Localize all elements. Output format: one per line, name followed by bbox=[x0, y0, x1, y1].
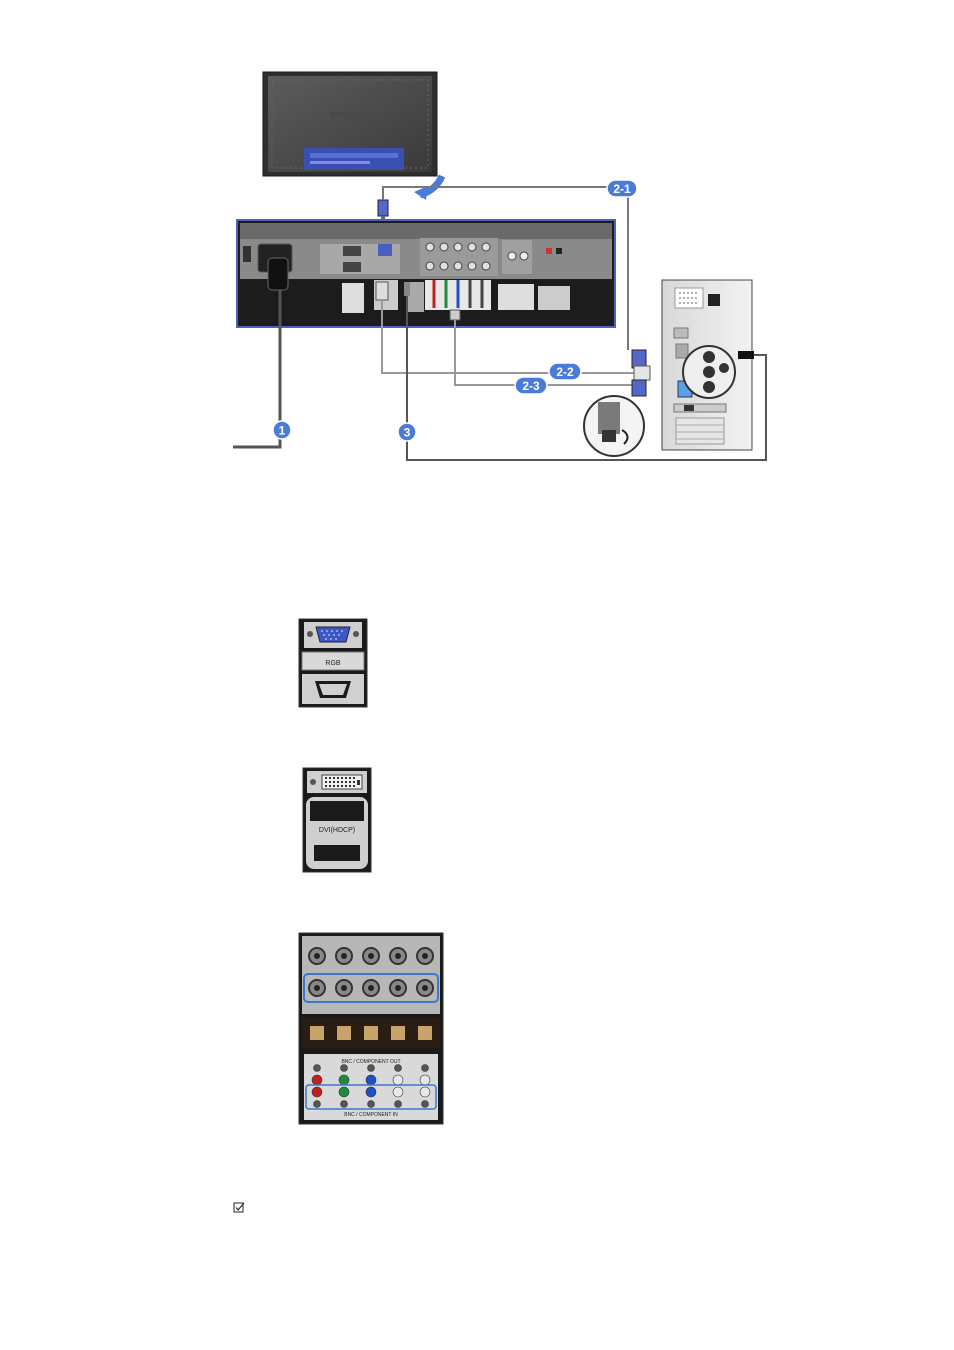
monitor-back bbox=[263, 72, 437, 176]
callout-1: 1 bbox=[273, 421, 291, 439]
bnc-jack-marker bbox=[341, 1101, 348, 1108]
bnc-jack-marker bbox=[420, 1075, 430, 1085]
bnc-in-label: BNC / COMPONENT IN bbox=[344, 1112, 398, 1118]
dvi-label: DVI(HDCP) bbox=[319, 827, 355, 834]
bnc-jack-marker bbox=[422, 1065, 429, 1072]
checkbox-icon bbox=[233, 1202, 245, 1214]
bnc-jack-marker bbox=[393, 1087, 403, 1097]
bnc-jack-marker bbox=[395, 1065, 402, 1072]
bnc-jack-marker bbox=[314, 1065, 321, 1072]
bnc-jack-marker bbox=[312, 1087, 322, 1097]
svg-text:3: 3 bbox=[404, 426, 411, 440]
callout-2-1: 2-1 bbox=[607, 180, 637, 197]
pc-bnc-plug bbox=[632, 380, 646, 396]
bnc-out-label: BNC / COMPONENT OUT bbox=[341, 1059, 400, 1065]
connection-diagram: 2-1 2-2 2-3 1 3 bbox=[0, 0, 954, 500]
bnc-port-image: BNC / COMPONENT OUT BNC / COMPONENT IN bbox=[298, 932, 444, 1125]
bnc-jack-marker bbox=[368, 1065, 375, 1072]
callout-2-3: 2-3 bbox=[515, 377, 547, 394]
svg-text:2-3: 2-3 bbox=[522, 379, 540, 393]
bnc-jack-marker bbox=[341, 1065, 348, 1072]
svg-text:1: 1 bbox=[279, 424, 286, 438]
callout-2-2: 2-2 bbox=[549, 363, 581, 380]
bnc-jack-marker bbox=[339, 1087, 349, 1097]
callout-3: 3 bbox=[398, 423, 416, 441]
screw-magnifier bbox=[584, 396, 644, 456]
pc-dvi-plug bbox=[634, 366, 650, 380]
bnc-jack-marker bbox=[314, 1101, 321, 1108]
pc-d-sub-plug bbox=[632, 350, 646, 368]
svg-text:2-2: 2-2 bbox=[556, 365, 574, 379]
bnc-jack-marker bbox=[422, 1101, 429, 1108]
bnc-jack-marker bbox=[366, 1075, 376, 1085]
rgb-port-image: RGB bbox=[298, 618, 368, 708]
bnc-jack-marker bbox=[395, 1101, 402, 1108]
dvi-port-image: DVI(HDCP) bbox=[302, 767, 372, 873]
pc-tower bbox=[662, 280, 754, 450]
bnc-jack-marker bbox=[312, 1075, 322, 1085]
bnc-jack-marker bbox=[368, 1101, 375, 1108]
bnc-jack-marker bbox=[420, 1087, 430, 1097]
svg-text:2-1: 2-1 bbox=[613, 182, 631, 196]
rear-panel bbox=[237, 220, 615, 327]
bnc-jack-marker bbox=[366, 1087, 376, 1097]
rgb-label: RGB bbox=[325, 660, 341, 667]
bnc-jack-marker bbox=[393, 1075, 403, 1085]
bnc-jack-marker bbox=[339, 1075, 349, 1085]
